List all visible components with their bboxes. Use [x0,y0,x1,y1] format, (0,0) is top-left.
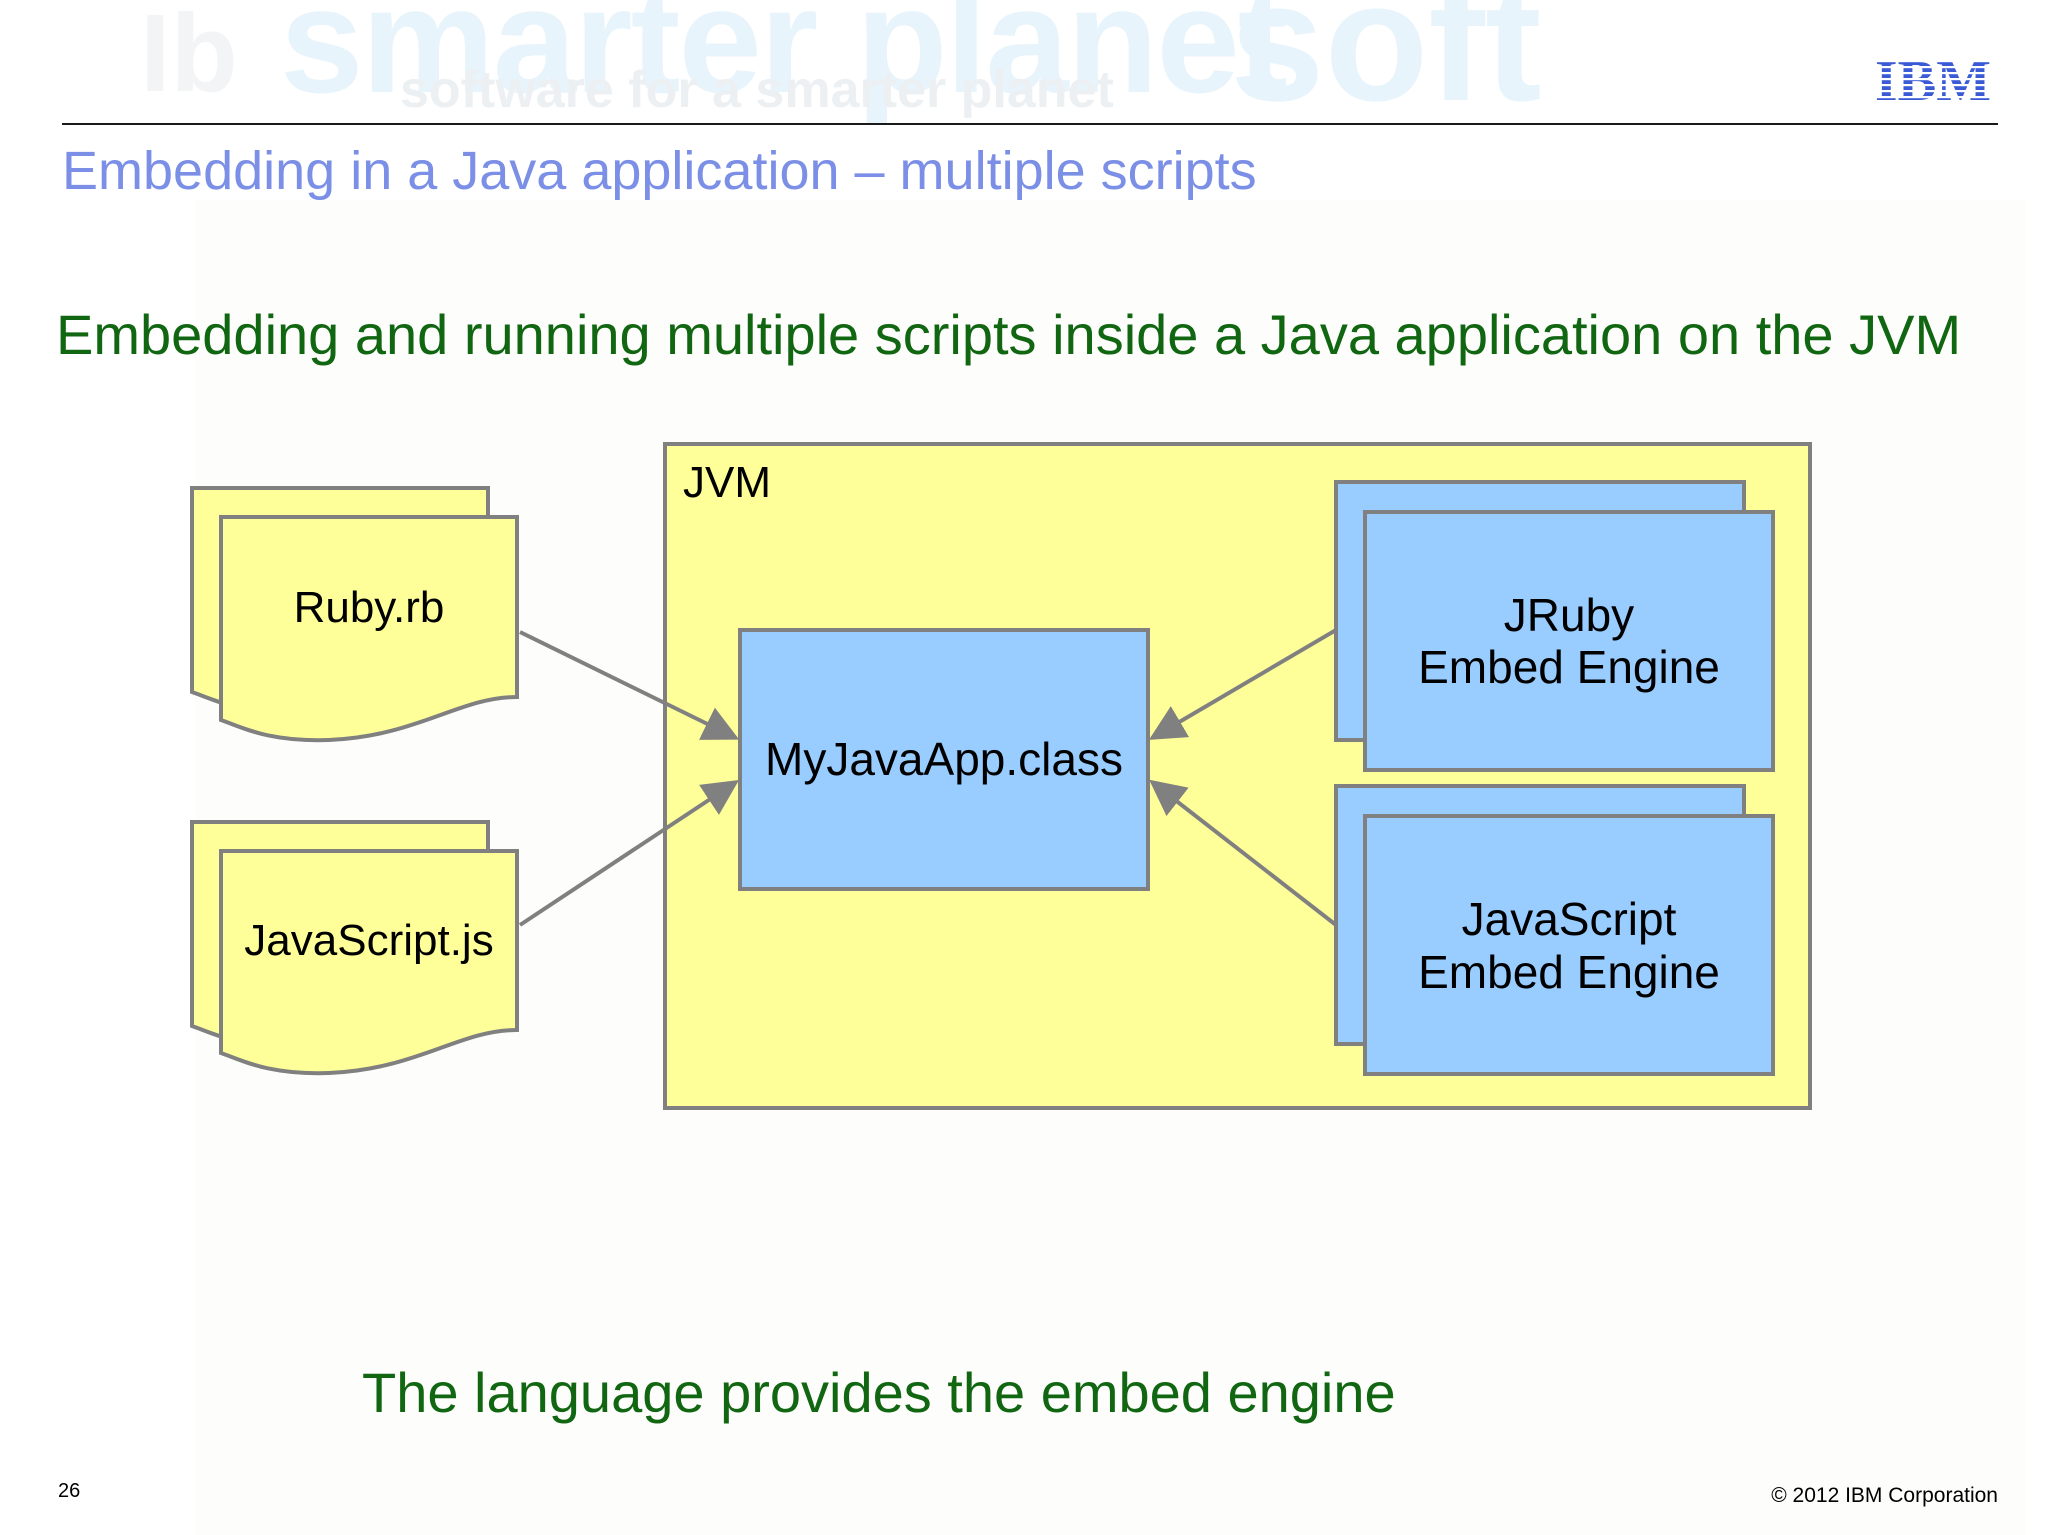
java-app-label: MyJavaApp.class [765,733,1123,785]
arrow-javascript-engine-to-app [1149,779,1338,927]
script-file-javascript-label: JavaScript.js [244,916,493,965]
slide-title: Embedding in a Java application – multip… [62,141,1257,201]
script-file-javascript-front [219,849,519,1076]
engine-javascript: JavaScript Embed Engine [1334,784,1775,1076]
ibm-logo-icon: IBM [1866,54,2000,106]
java-app-box: MyJavaApp.class [738,628,1150,891]
arrow-ruby-to-app [519,630,740,740]
slide-caption: The language provides the embed engine [362,1361,1396,1424]
copyright-notice: © 2012 IBM Corporation [1771,1484,1998,1507]
engine-javascript-line1: JavaScript [1462,893,1677,945]
arrow-javascript-to-app [518,780,740,927]
engine-jruby: JRuby Embed Engine [1334,480,1775,772]
arrow-jruby-engine-to-app [1148,628,1338,740]
jvm-label: JVM [683,458,771,507]
engine-javascript-line2: Embed Engine [1418,946,1720,998]
engine-javascript-front [1363,814,1775,1076]
page-number: 26 [58,1480,81,1502]
engine-jruby-line1: JRuby [1504,589,1634,641]
java-app-rect [738,628,1150,891]
slide-subtitle: Embedding and running multiple scripts i… [56,303,1962,366]
engine-jruby-line2: Embed Engine [1418,641,1720,693]
script-file-ruby-front [219,515,519,743]
header-rule [62,123,1998,125]
engine-jruby-front [1363,510,1775,772]
script-file-ruby-label: Ruby.rb [294,583,445,632]
script-file-javascript: JavaScript.js [190,820,519,1076]
script-file-ruby: Ruby.rb [190,486,519,743]
